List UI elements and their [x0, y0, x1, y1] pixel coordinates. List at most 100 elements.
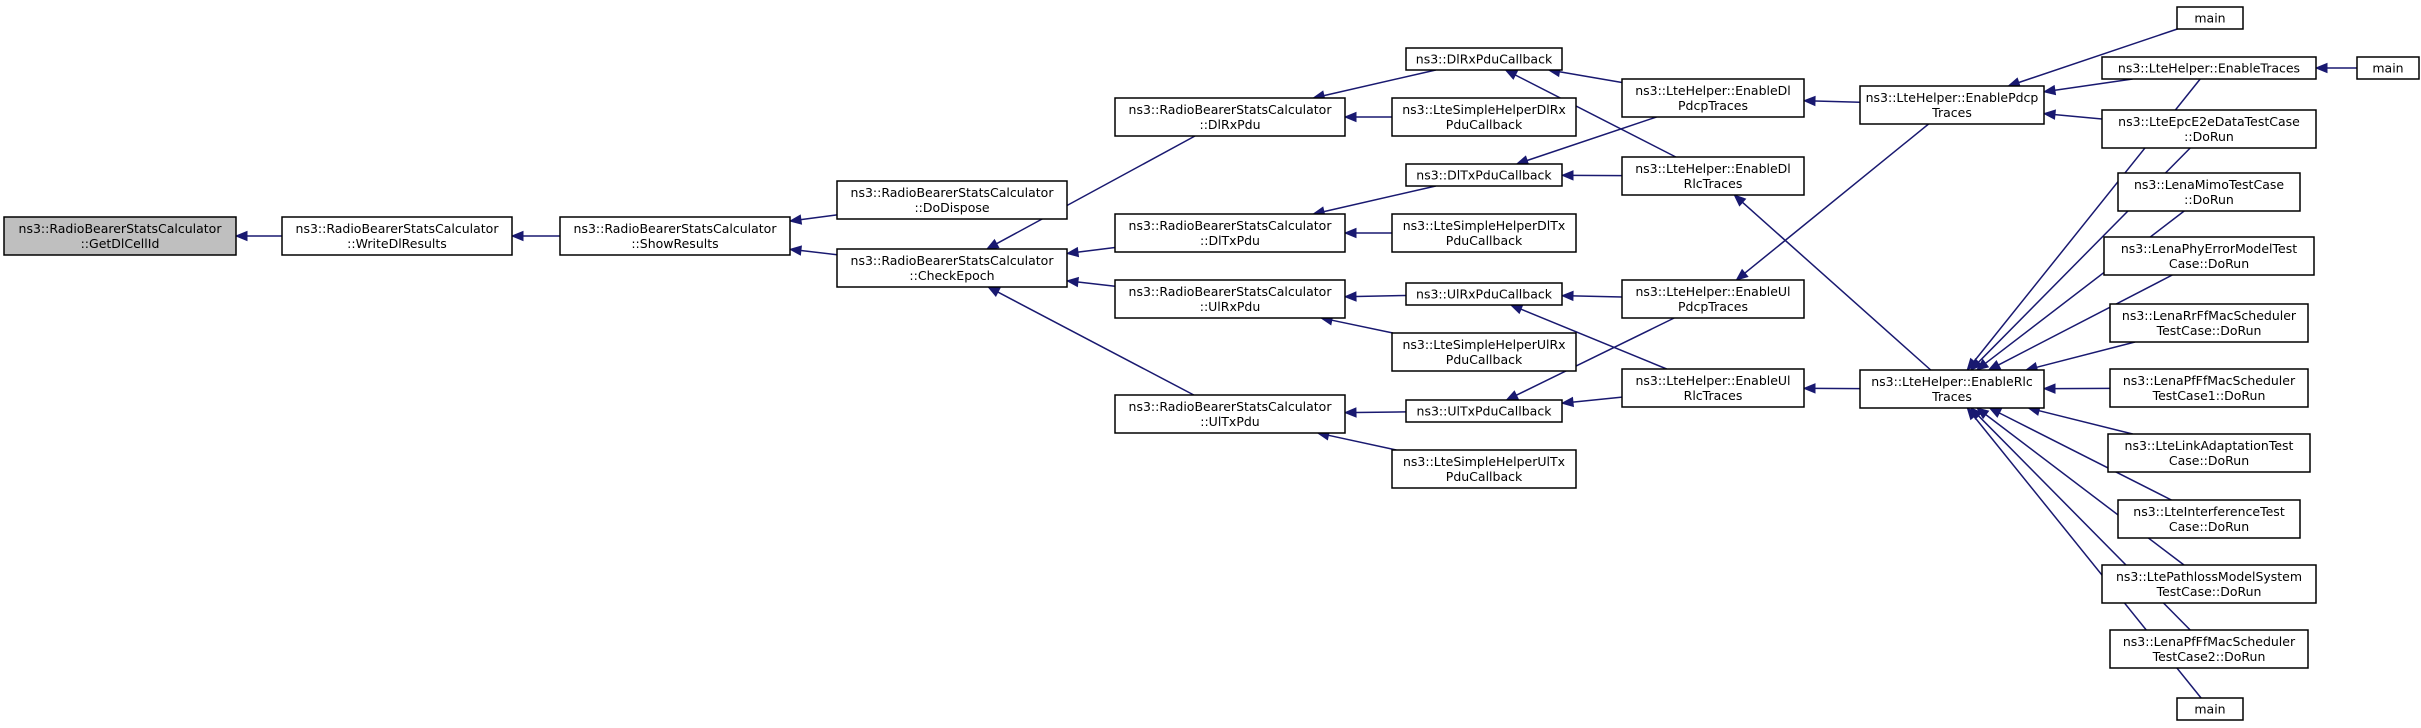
node-checkepoch[interactable]: ns3::RadioBearerStatsCalculator::CheckEp… [836, 248, 1068, 288]
edge-showresults-to-writedlresults [510, 230, 560, 242]
edge-line [996, 135, 1196, 245]
node-label: PduCallback [1446, 469, 1523, 484]
node-ulrxpdu[interactable]: ns3::RadioBearerStatsCalculator::UlRxPdu [1114, 279, 1346, 319]
node-label: ns3::LenaPfFfMacScheduler [2123, 634, 2296, 649]
node-label: ns3::RadioBearerStatsCalculator [851, 253, 1055, 268]
node-label: ns3::LteSimpleHelperDlTx [1403, 218, 1566, 233]
arrowhead-icon [1733, 194, 1747, 207]
node-label: ns3::DlTxPduCallback [1416, 168, 1552, 183]
node-label: main [2194, 702, 2225, 717]
edge-linkadapt-to-enablerlc [2027, 405, 2133, 435]
node-box [2176, 697, 2244, 721]
node-lenapfff2[interactable]: ns3::LenaPfFfMacSchedulerTestCase2::DoRu… [2109, 629, 2309, 669]
arrowhead-icon [2314, 62, 2328, 74]
edge-lenarrff-to-enablerlc [2024, 341, 2136, 373]
edge-dltxpducallback-to-dltxpdu [1311, 185, 1436, 217]
node-label: PdcpTraces [1678, 98, 1748, 113]
node-label: ns3::RadioBearerStatsCalculator [1129, 218, 1333, 233]
edge-main2-to-enabletraces [2314, 62, 2357, 74]
node-box [2101, 564, 2317, 604]
node-dltxpducallback[interactable]: ns3::DlTxPduCallback [1405, 163, 1563, 187]
node-label: ns3::LteSimpleHelperDlRx [1402, 102, 1566, 117]
node-main3[interactable]: main [2176, 697, 2244, 721]
edge-line [1328, 434, 1397, 451]
edge-enablerlc-to-enableulrlc [1802, 383, 1861, 394]
node-label: ns3::LenaPfFfMacScheduler [2123, 373, 2296, 388]
edge-enabledlrlc-to-dltxpducallback [1560, 170, 1623, 181]
node-label: TestCase::DoRun [2156, 584, 2262, 599]
edge-ltesimpledlrx-to-dlrxpdu [1343, 111, 1392, 123]
node-label: PdcpTraces [1678, 299, 1748, 314]
node-box [2176, 6, 2244, 30]
node-getdlcellid[interactable]: ns3::RadioBearerStatsCalculator::GetDlCe… [3, 216, 237, 256]
node-main2[interactable]: main [2356, 56, 2420, 80]
node-label: ::UlRxPdu [1200, 299, 1261, 314]
arrowhead-icon [2042, 84, 2057, 96]
node-writedlresults[interactable]: ns3::RadioBearerStatsCalculator::WriteDl… [281, 216, 513, 256]
node-enabletraces[interactable]: ns3::LteHelper::EnableTraces [2101, 56, 2317, 80]
node-box [1405, 163, 1563, 187]
node-box [2109, 629, 2309, 669]
node-main1[interactable]: main [2176, 6, 2244, 30]
node-dltxpdu[interactable]: ns3::RadioBearerStatsCalculator::DlTxPdu [1114, 213, 1346, 253]
edge-enablerlc-to-enabledlrlc [1733, 194, 1932, 371]
node-lenamimo[interactable]: ns3::LenaMimoTestCase::DoRun [2117, 172, 2301, 212]
node-box [1114, 279, 1346, 319]
node-label: ns3::LteHelper::EnableDl [1635, 83, 1791, 98]
edge-line [1999, 412, 2172, 501]
node-ulrxpducallback[interactable]: ns3::UlRxPduCallback [1405, 282, 1563, 306]
node-label: TestCase1::DoRun [2152, 388, 2266, 403]
arrowhead-icon [1735, 268, 1749, 281]
arrowhead-icon [788, 214, 803, 225]
edge-line [1077, 246, 1116, 253]
edge-line [997, 291, 1195, 396]
edge-line [1572, 396, 1623, 403]
node-label: TestCase::DoRun [2156, 323, 2262, 338]
node-pathloss[interactable]: ns3::LtePathlossModelSystemTestCase::DoR… [2101, 564, 2317, 604]
node-box [1621, 368, 1805, 408]
arrowhead-icon [1343, 407, 1357, 418]
node-showresults[interactable]: ns3::RadioBearerStatsCalculator::ShowRes… [559, 216, 791, 256]
node-box [836, 180, 1068, 220]
node-ultxpdu[interactable]: ns3::RadioBearerStatsCalculator::UlTxPdu [1114, 394, 1346, 434]
edge-line [1559, 71, 1623, 84]
node-dodispose[interactable]: ns3::RadioBearerStatsCalculator::DoDispo… [836, 180, 1068, 220]
node-box [2107, 433, 2311, 473]
node-ultxpducallback[interactable]: ns3::UlTxPduCallback [1405, 399, 1563, 423]
node-epce2e[interactable]: ns3::LteEpcE2eDataTestCase::DoRun [2101, 109, 2317, 149]
arrowhead-icon [510, 230, 524, 242]
node-label: ns3::LteSimpleHelperUlRx [1402, 337, 1565, 352]
node-dlrxpducallback[interactable]: ns3::DlRxPduCallback [1405, 47, 1563, 71]
edge-ltesimpleultx-to-ultxpdu [1316, 430, 1397, 451]
node-box [281, 216, 513, 256]
node-label: ns3::LteSimpleHelperUlTx [1403, 454, 1565, 469]
edge-line [1526, 116, 1657, 162]
node-box [1621, 156, 1805, 196]
node-dlrxpdu[interactable]: ns3::RadioBearerStatsCalculator::DlRxPdu [1114, 97, 1346, 137]
node-label: ns3::RadioBearerStatsCalculator [1129, 102, 1333, 117]
arrowhead-icon [2042, 383, 2056, 394]
edge-ulrxpducallback-to-ulrxpdu [1343, 291, 1407, 302]
edge-line [800, 249, 838, 256]
edge-ulrxpdu-to-checkepoch [1065, 276, 1116, 288]
edge-line [1355, 294, 1407, 298]
edge-enablepdcp-to-enabledlpdcp [1802, 95, 1861, 107]
edge-line [2054, 78, 2133, 91]
node-lenapfff1[interactable]: ns3::LenaPfFfMacSchedulerTestCase1::DoRu… [2109, 368, 2309, 408]
arrowhead-icon [987, 286, 1001, 297]
